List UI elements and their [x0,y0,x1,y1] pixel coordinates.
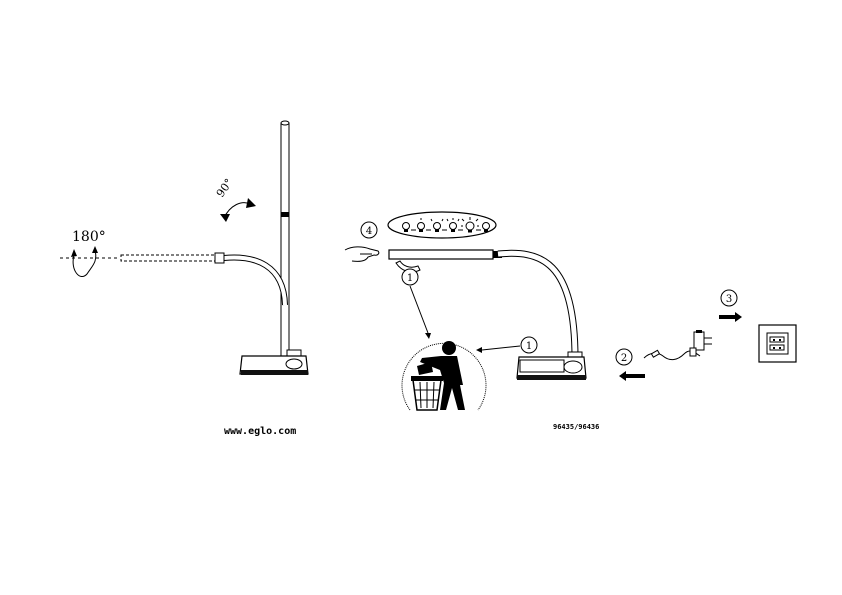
brightness-levels-oval [387,211,497,239]
rotation-90-indicator: 90° [214,176,256,222]
bulb-icon-row [402,217,490,233]
bulb-icon [461,217,479,233]
lamp-head [388,249,494,260]
power-adapter-icon [689,330,712,357]
lamp-head-end [214,252,225,264]
bulb-icon [402,222,410,232]
arrow-icon [476,347,482,353]
website-url: www.eglo.com [224,426,296,437]
wall-outlet-icon [758,324,797,363]
lamp-head-dashed [120,254,217,262]
step-2-number: 2 [621,353,627,364]
lamp-head-end [493,251,502,258]
rotation-180-indicator: 180° [60,229,120,278]
arrow-icon [246,198,256,208]
arrow-icon [220,214,230,222]
step-1-number: 1 [526,341,532,352]
lamp-vertical-arm [280,122,290,359]
step-4-dimming: 4 [344,211,497,262]
arrow-right-icon [735,312,742,322]
left-lamp [120,120,309,375]
removed-battery [395,260,421,273]
arm-joint [281,212,289,217]
step-1-disposal: 1 1 [401,268,538,354]
model-numbers: 96435/96436 [553,423,599,431]
rotation-180-label: 180° [72,229,106,245]
bulb-icon [430,218,444,232]
arrow-left-icon [619,371,626,381]
right-lamp [388,249,587,380]
step-3-number: 3 [726,294,732,305]
hand-icon [344,246,380,262]
bulb-icon [446,218,460,232]
step-4-number: 4 [366,226,372,237]
step-1-number: 1 [407,273,413,284]
arrow-icon [425,333,431,339]
rotation-90-label: 90° [214,176,236,199]
step-2-unplug: 2 [615,330,712,381]
bulb-icon [482,222,490,232]
trash-disposal-icon [401,341,487,411]
step-3-outlet: 3 [719,289,797,363]
bulb-icon [417,218,425,232]
gooseneck-arm [223,254,288,306]
